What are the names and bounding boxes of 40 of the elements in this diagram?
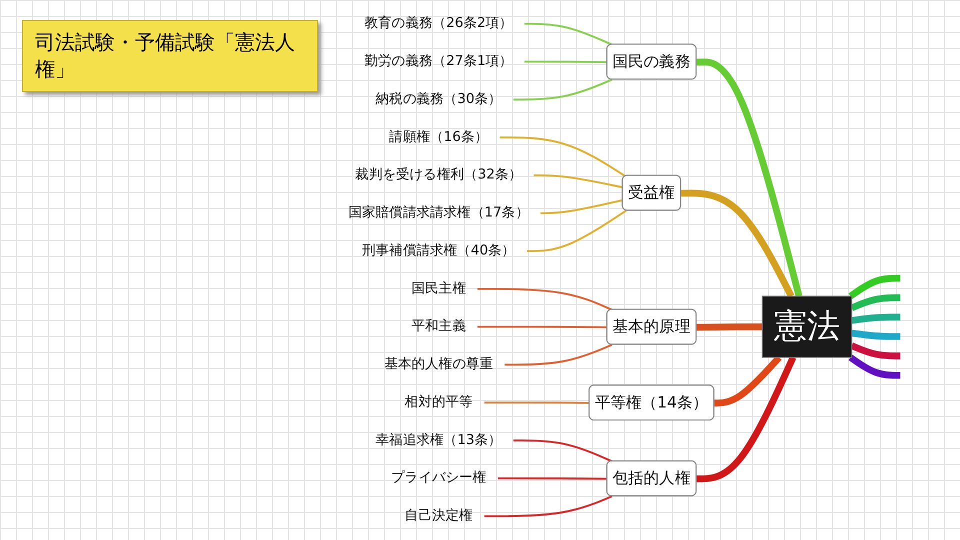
connector [850, 342, 900, 360]
connector [848, 354, 900, 379]
node-text: 請願権（16条） [389, 129, 488, 145]
connector [680, 190, 794, 298]
node-text: 納税の義務（30条） [375, 91, 502, 107]
connector [848, 274, 900, 299]
connector [484, 495, 612, 518]
connector [696, 323, 762, 331]
connector [534, 174, 623, 188]
connector [524, 60, 608, 64]
connector [484, 402, 590, 404]
node-text: 国民主権 [411, 280, 466, 296]
node-text: 基本的人権の尊重 [384, 356, 493, 372]
connector [498, 477, 608, 480]
node-text: プライバシー権 [390, 470, 486, 486]
connector [540, 199, 623, 214]
connector [477, 326, 608, 328]
node-text: 国家賠償請求請求権（17条） [348, 204, 529, 220]
connector [500, 136, 626, 178]
connector [513, 78, 612, 101]
node-text: 自己決定権 [404, 508, 472, 524]
node-text: 刑事補償請求権（40条） [362, 242, 516, 258]
connector [714, 355, 782, 406]
connector [851, 330, 900, 340]
connector [504, 344, 612, 366]
connector [524, 22, 612, 46]
title-box: 司法試験・予備試験「憲法人権」 [22, 20, 318, 92]
connector [850, 294, 900, 312]
connector [526, 210, 627, 252]
connector [851, 314, 900, 324]
connector [477, 288, 612, 311]
connector [513, 439, 612, 462]
node-text: 相対的平等 [404, 394, 472, 410]
connector [696, 356, 796, 482]
node-text: 平和主義 [411, 318, 466, 334]
node-text: 教育の義務（26条2項） [364, 16, 513, 32]
node-text: 裁判を受ける権利（32条） [355, 167, 522, 183]
connector [696, 58, 802, 298]
node-text: 勤労の義務（27条1項） [364, 53, 513, 69]
node-text: 幸福追求権（13条） [375, 432, 502, 448]
